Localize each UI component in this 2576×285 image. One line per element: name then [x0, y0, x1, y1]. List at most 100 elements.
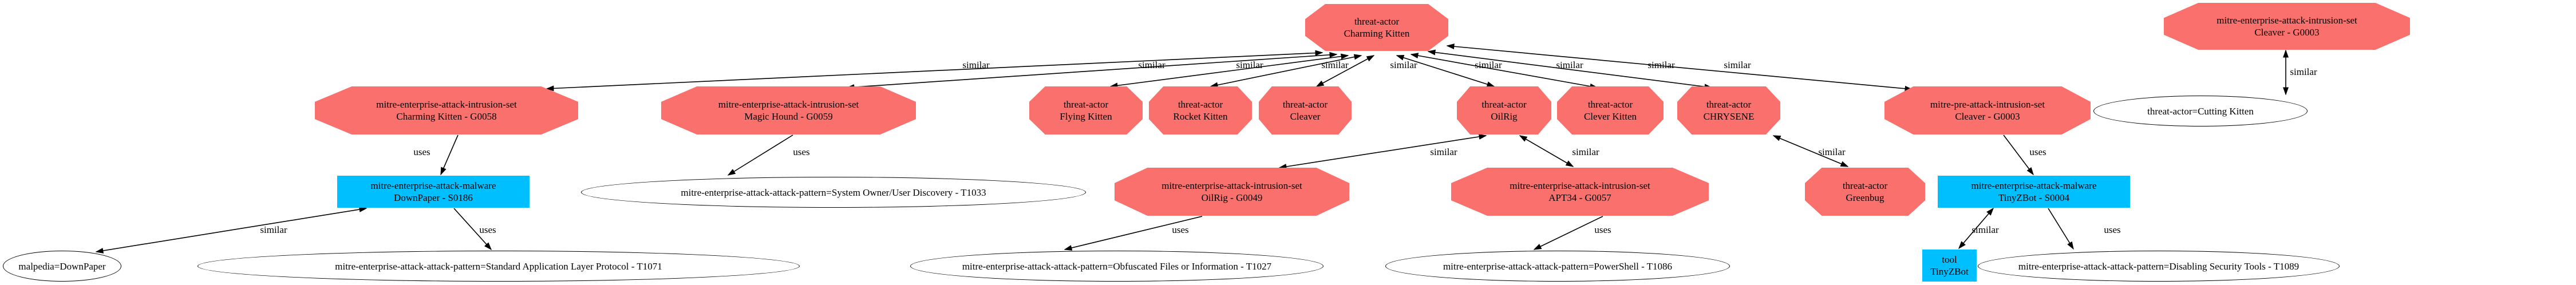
node-type: threat-actor	[1282, 99, 1328, 110]
edge-label: similar	[1724, 60, 1751, 70]
node-title: Charming Kitten	[1344, 28, 1410, 39]
node-malpedia-downpaper[interactable]: malpedia=DownPaper	[3, 251, 121, 282]
edge-label: similar	[2290, 66, 2317, 77]
edge-label: similar	[1971, 224, 1999, 235]
node-type: mitre-pre-attack-intrusion-set	[1930, 99, 2045, 110]
node-type: mitre-enterprise-attack-intrusion-set	[2217, 15, 2357, 26]
node-attack-pattern-t1033[interactable]: mitre-enterprise-attack-attack-pattern=S…	[581, 177, 1086, 208]
node-label: mitre-enterprise-attack-attack-pattern=D…	[2018, 260, 2300, 272]
node-type: mitre-enterprise-attack-intrusion-set	[718, 99, 859, 110]
node-type: tool	[1942, 254, 1957, 265]
node-title: Charming Kitten - G0058	[396, 111, 497, 122]
node-title: Rocket Kitten	[1173, 111, 1228, 122]
edge-label: uses	[479, 224, 496, 235]
node-type: threat-actor	[1354, 16, 1400, 27]
node-type: mitre-enterprise-attack-malware	[370, 180, 496, 191]
node-title: Cleaver - G0003	[2254, 27, 2320, 38]
edge-label: similar	[1556, 60, 1583, 70]
edge-label: similar	[1475, 60, 1502, 70]
edge-uses-preattackcleaver-tinyzbot	[2003, 134, 2034, 176]
edge-label: similar	[1138, 60, 1165, 70]
edge-uses-tinyzbot-t1089	[2048, 208, 2074, 250]
node-label: mitre-enterprise-attack-attack-pattern=O…	[962, 260, 1272, 272]
node-attack-pattern-t1086[interactable]: mitre-enterprise-attack-attack-pattern=P…	[1385, 251, 1730, 282]
node-malware-downpaper-s0186[interactable]: mitre-enterprise-attack-malware DownPape…	[337, 176, 530, 208]
node-type: mitre-enterprise-attack-malware	[1971, 180, 2097, 191]
node-pre-attack-intrusion-set-cleaver-g0003[interactable]: mitre-pre-attack-intrusion-set Cleaver -…	[1884, 86, 2091, 134]
node-label: mitre-enterprise-attack-attack-pattern=S…	[335, 260, 662, 272]
node-threat-actor-cleaver[interactable]: threat-actor Cleaver	[1259, 86, 1352, 134]
node-type: mitre-enterprise-attack-intrusion-set	[1161, 180, 1302, 191]
node-tool-tinyzbot[interactable]: tool TinyZBot	[1922, 250, 1977, 282]
node-title: OilRig - G0049	[1201, 192, 1263, 203]
edge-label: similar	[260, 224, 287, 235]
node-title: Flying Kitten	[1060, 111, 1112, 122]
node-title: Greenbug	[1846, 192, 1884, 203]
edge-label: similar	[1572, 147, 1599, 157]
node-threat-actor-oilrig[interactable]: threat-actor OilRig	[1457, 86, 1551, 134]
node-type: threat-actor	[1481, 99, 1527, 110]
node-type: threat-actor	[1178, 99, 1223, 110]
node-attack-pattern-t1071[interactable]: mitre-enterprise-attack-attack-pattern=S…	[197, 251, 800, 282]
node-threat-actor-cutting-kitten[interactable]: threat-actor=Cutting Kitten	[2093, 96, 2308, 126]
node-label: mitre-enterprise-attack-attack-pattern=P…	[1443, 260, 1673, 272]
node-title: TinyZBot - S0004	[1998, 192, 2070, 203]
edge-similar-charmingkitten-g0058	[546, 50, 1323, 92]
edge-label: similar	[1390, 60, 1417, 70]
node-type: mitre-enterprise-attack-intrusion-set	[376, 99, 517, 110]
node-threat-actor-flying-kitten[interactable]: threat-actor Flying Kitten	[1029, 86, 1143, 134]
node-attack-pattern-t1089[interactable]: mitre-enterprise-attack-attack-pattern=D…	[1978, 251, 2340, 282]
edge-similar-oilrig-g0049	[1278, 133, 1487, 170]
edge-label: uses	[1594, 224, 1611, 235]
node-threat-actor-chrysene[interactable]: threat-actor CHRYSENE	[1677, 86, 1780, 134]
edge-label: similar	[1236, 60, 1263, 70]
edge-uses-g0058-downpaper	[440, 134, 459, 176]
edge-label: similar	[1430, 147, 1457, 157]
node-threat-actor-rocket-kitten[interactable]: threat-actor Rocket Kitten	[1149, 86, 1252, 134]
node-intrusion-set-cleaver-g0003[interactable]: mitre-enterprise-attack-intrusion-set Cl…	[2164, 3, 2410, 50]
node-label: mitre-enterprise-attack-attack-pattern=S…	[681, 187, 986, 198]
node-title: Cleaver	[1290, 111, 1321, 122]
node-label: malpedia=DownPaper	[18, 260, 106, 272]
edge-label: similar	[1647, 60, 1675, 70]
node-title: Cleaver - G0003	[1955, 111, 2020, 122]
edge-uses-apt34-t1086	[1533, 216, 1603, 250]
node-title: CHRYSENE	[1703, 111, 1755, 122]
edge-uses-downpaper-t1071	[453, 208, 492, 251]
edge-uses-g0049-t1027	[1064, 216, 1203, 251]
node-type: mitre-enterprise-attack-intrusion-set	[1510, 180, 1650, 191]
node-intrusion-set-apt34-g0057[interactable]: mitre-enterprise-attack-intrusion-set AP…	[1451, 168, 1709, 216]
node-title: TinyZBot	[1930, 266, 1969, 277]
node-title: APT34 - G0057	[1548, 192, 1611, 203]
node-attack-pattern-t1027[interactable]: mitre-enterprise-attack-attack-pattern=O…	[910, 251, 1323, 282]
node-type: threat-actor	[1706, 99, 1752, 110]
edge-uses-g0059-t1033	[727, 134, 793, 176]
edge-label: uses	[2029, 147, 2046, 157]
node-title: OilRig	[1491, 111, 1518, 122]
edge-label: uses	[2104, 224, 2121, 235]
node-threat-actor-clever-kitten[interactable]: threat-actor Clever Kitten	[1557, 86, 1664, 134]
node-intrusion-set-oilrig-g0049[interactable]: mitre-enterprise-attack-intrusion-set Oi…	[1115, 168, 1349, 216]
node-intrusion-set-magic-hound-g0059[interactable]: mitre-enterprise-attack-intrusion-set Ma…	[661, 86, 916, 134]
node-type: threat-actor	[1842, 180, 1888, 191]
edge-label: uses	[413, 147, 430, 157]
node-title: DownPaper - S0186	[394, 192, 473, 203]
node-type: threat-actor	[1063, 99, 1109, 110]
edge-label: uses	[793, 147, 810, 157]
edge-similar-downpaper-malpedia	[95, 207, 368, 254]
node-title: Magic Hound - G0059	[744, 111, 833, 122]
edge-similar-tinyzbot-tool	[1958, 207, 1994, 250]
node-intrusion-set-charming-kitten-g0058[interactable]: mitre-enterprise-attack-intrusion-set Ch…	[315, 86, 578, 134]
node-threat-actor-greenbug[interactable]: threat-actor Greenbug	[1805, 168, 1925, 216]
edge-similar-charmingkitten-preattackcleaver	[1446, 43, 1913, 92]
edge-label: similar	[1321, 60, 1349, 70]
node-title: Clever Kitten	[1583, 111, 1637, 122]
edge-similar-oilrig-apt34	[1519, 135, 1574, 167]
edge-label: similar	[962, 60, 990, 70]
node-malware-tinyzbot-s0004[interactable]: mitre-enterprise-attack-malware TinyZBot…	[1938, 176, 2130, 208]
node-threat-actor-charming-kitten[interactable]: threat-actor Charming Kitten	[1305, 4, 1448, 51]
edge-similar-chrysene-greenbug	[1772, 135, 1849, 167]
edge-label: uses	[1172, 224, 1189, 235]
